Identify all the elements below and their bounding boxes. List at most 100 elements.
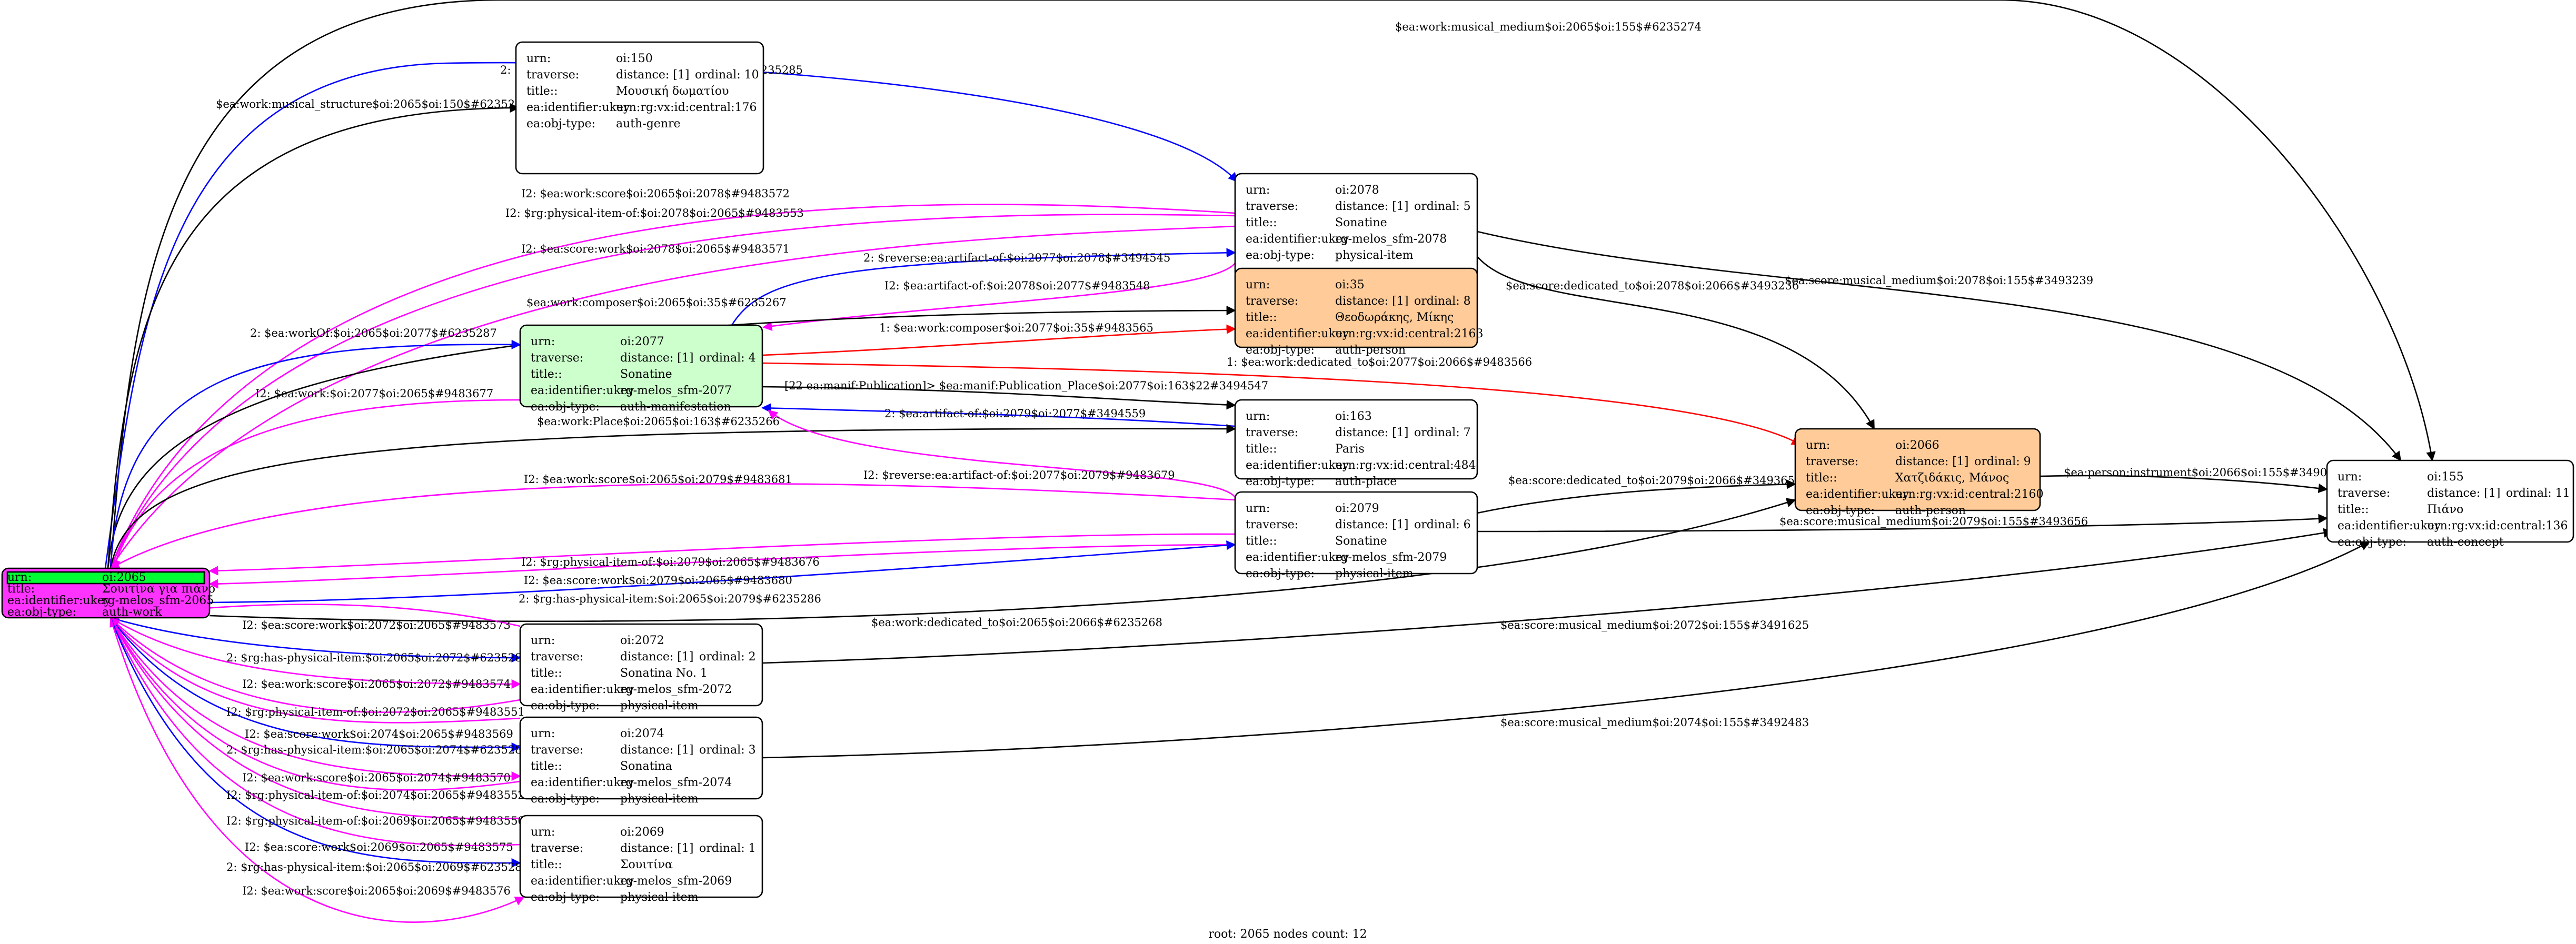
edge-e22 (2040, 475, 2328, 493)
node-field: ea:obj-type: (1246, 567, 1315, 580)
edge-e11 (762, 324, 1236, 356)
node-field: title:: (1246, 216, 1277, 229)
node-field: urn: (531, 634, 555, 647)
node-field: oi:2072 (620, 634, 664, 647)
edge-e38 (110, 617, 521, 819)
edge-label-e10: 2: $ea:workOf:$oi:2065$oi:2077$#6235287 (250, 327, 497, 339)
node-field: oi:35 (1335, 278, 1365, 292)
edge-label-e08: I2: $ea:artifact-of:$oi:2078$oi:2077$#94… (884, 279, 1150, 292)
node-field: distance: [1] (1335, 295, 1408, 308)
node-field: Sonatine (620, 368, 672, 381)
node-field: traverse: (1246, 518, 1298, 531)
node-field: urn: (1246, 278, 1270, 292)
edge-e04 (109, 204, 1236, 569)
node-field: rg-melos_sfm-2069 (620, 875, 732, 888)
node-field: distance: [1] (1335, 518, 1408, 531)
node-field: distance: [1] (2427, 487, 2500, 500)
edge-e36 (110, 617, 521, 781)
edge-labels-layer: $ea:work:musical_medium$oi:2065$oi:155$#… (216, 21, 2348, 897)
node-field: auth-concept (2427, 536, 2504, 549)
node-field: title: (7, 583, 35, 596)
edge-label-e30: 2: $rg:has-physical-item:$oi:2065$oi:207… (226, 651, 529, 664)
node-box (1234, 491, 1478, 575)
edge-label-e14: [22 ea:manif:Publication]> $ea:manif:Pub… (784, 379, 1268, 392)
node-field: traverse: (1246, 295, 1298, 308)
node-field: urn:rg:vx:id:central:176 (616, 101, 757, 114)
node-field: ordinal: 10 (695, 68, 759, 82)
edge-e12 (762, 362, 1802, 446)
edges-layer (104, 0, 2436, 923)
node-field: traverse: (1246, 200, 1298, 213)
edge-e15 (761, 403, 1236, 427)
edge-label-e38: I2: $rg:physical-item-of:$oi:2069$oi:206… (226, 815, 525, 827)
node-field: urn: (531, 335, 555, 348)
edge-label-e26: 2: $rg:has-physical-item:$oi:2065$oi:207… (519, 592, 821, 605)
edge-label-e27: $ea:work:dedicated_to$oi:2065$oi:2066$#6… (871, 616, 1162, 629)
node-field: distance: [1] (1335, 200, 1408, 213)
node-field: Σουιτίνα (620, 858, 673, 871)
node-field: ea:identifier:ukey (526, 101, 630, 114)
edge-label-e07: 2: $reverse:ea:artifact-of:$oi:2077$oi:2… (863, 252, 1170, 264)
edge-label-e34: $ea:score:musical_medium$oi:2074$oi:155$… (1500, 716, 1809, 729)
node-field: ordinal: 3 (699, 744, 756, 757)
edge-e17 (768, 409, 1236, 498)
node-field: ordinal: 6 (1414, 518, 1471, 531)
edge-e20 (1477, 230, 2402, 461)
node-field: ea:identifier:ukey (1246, 327, 1349, 340)
node-field: distance: [1] (620, 650, 693, 664)
node-field: ea:obj-type: (531, 891, 600, 904)
node-box (1234, 267, 1478, 348)
node-field: title:: (531, 368, 562, 381)
edge-label-e41: I2: $ea:work:score$oi:2065$oi:2069$#9483… (242, 885, 511, 897)
edge-label-e03: $ea:work:musical_structure$oi:2065$oi:15… (216, 98, 529, 111)
node-field: ea:obj-type: (1246, 475, 1315, 488)
root-highlight (6, 571, 205, 585)
edge-e41 (110, 617, 525, 923)
edge-e25 (208, 544, 1236, 589)
edge-e37 (110, 617, 521, 791)
node-field: physical-item (620, 891, 699, 904)
node-field: ordinal: 4 (699, 352, 756, 365)
edge-e26 (209, 540, 1236, 604)
edge-e28 (762, 528, 2333, 664)
node-field: title:: (1246, 535, 1277, 548)
node-field: ea:identifier:ukey (1246, 459, 1349, 472)
node-field: distance: [1] (1335, 426, 1408, 439)
node-field: title:: (531, 667, 562, 680)
node-field: physical-item (620, 792, 699, 806)
node-field: traverse: (2338, 487, 2390, 500)
edge-e23 (1477, 514, 2328, 533)
node-field: ea:identifier:ukey (1806, 488, 1909, 501)
node-field: ea:identifier:ukey (2338, 519, 2441, 533)
node-field: ordinal: 2 (699, 650, 756, 664)
node-field: Πιάνο (2427, 503, 2463, 516)
node-field: ea:obj-type: (1246, 249, 1315, 262)
edge-e33 (110, 617, 521, 724)
edge-e27 (209, 498, 1796, 622)
node-field: Σουιτίνα για πιάνο (102, 583, 215, 596)
node-field: ea:identifier:ukey (531, 776, 634, 789)
node-box (519, 815, 763, 898)
node-field: traverse: (531, 744, 583, 757)
node-field: auth-manifestation (620, 400, 731, 414)
edge-label-e15: 2: $ea:artifact-of:$oi:2079$oi:2077$#349… (884, 407, 1146, 420)
node-field: oi:2077 (620, 335, 664, 348)
edge-label-e32: I2: $rg:physical-item-of:$oi:2072$oi:206… (226, 706, 525, 718)
edge-label-e40: 2: $rg:has-physical-item:$oi:2065$oi:206… (226, 861, 529, 873)
node-field: distance: [1] (620, 842, 693, 855)
node-field: title:: (526, 85, 558, 98)
